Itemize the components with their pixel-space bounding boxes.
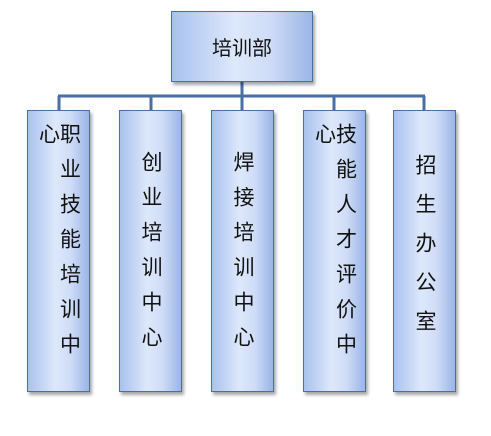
root-node: 培训部 bbox=[171, 11, 313, 82]
child-node-label: 职业技能培训中心 bbox=[36, 123, 82, 368]
child-node-label: 创业培训中心 bbox=[139, 151, 163, 361]
child-node-entrepreneurship-training: 创业培训中心 bbox=[119, 110, 182, 392]
child-node-welding-training: 焊接培训中心 bbox=[211, 110, 274, 392]
child-node-skills-evaluation: 技能人才评价中心 bbox=[303, 110, 366, 392]
root-node-label: 培训部 bbox=[212, 36, 272, 60]
child-node-label: 技能人才评价中心 bbox=[312, 123, 358, 368]
child-node-admissions-office: 招生办公室 bbox=[393, 110, 456, 392]
child-node-vocational-skills-training: 职业技能培训中心 bbox=[27, 110, 90, 392]
child-node-label: 招生办公室 bbox=[413, 153, 437, 349]
child-node-label: 焊接培训中心 bbox=[231, 151, 255, 361]
